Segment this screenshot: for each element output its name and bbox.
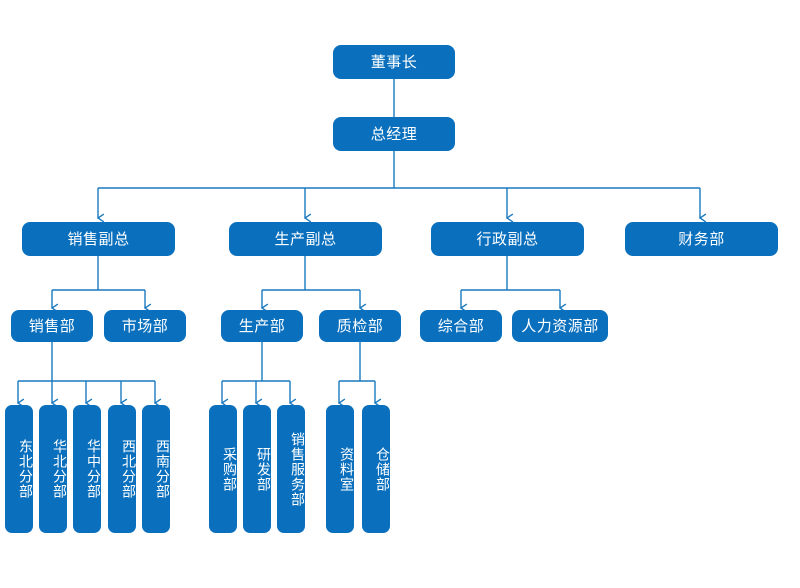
node-branch-northeast-label: 东北分部 — [17, 439, 33, 499]
node-dept-sales-service-label: 销售服务部 — [289, 431, 305, 507]
node-dept-sales-service[interactable]: 销售服务部 — [277, 405, 305, 533]
node-dept-warehouse[interactable]: 仓储部 — [362, 405, 390, 533]
node-dept-general-affairs[interactable]: 综合部 — [420, 310, 502, 342]
node-vp-admin[interactable]: 行政副总 — [431, 222, 584, 256]
node-vp-production[interactable]: 生产副总 — [229, 222, 382, 256]
node-dept-hr-label: 人力资源部 — [521, 316, 599, 335]
node-dept-sales-label: 销售部 — [28, 316, 76, 335]
node-room-archive[interactable]: 资料室 — [326, 405, 354, 533]
node-branch-northwest-label: 西北分部 — [120, 439, 136, 499]
node-dept-production[interactable]: 生产部 — [221, 310, 303, 342]
node-room-archive-label: 资料室 — [338, 446, 354, 492]
node-dept-general-affairs-label: 综合部 — [437, 316, 485, 335]
node-dept-hr[interactable]: 人力资源部 — [512, 310, 608, 342]
node-vp-sales-label: 销售副总 — [67, 229, 130, 248]
node-chairman[interactable]: 董事长 — [333, 45, 455, 79]
node-branch-northwest[interactable]: 西北分部 — [108, 405, 136, 533]
node-dept-finance-label: 财务部 — [678, 229, 725, 248]
node-vp-production-label: 生产副总 — [274, 229, 337, 248]
node-dept-purchasing-label: 采购部 — [221, 446, 237, 492]
node-branch-central[interactable]: 华中分部 — [73, 405, 101, 533]
node-vp-admin-label: 行政副总 — [476, 229, 539, 248]
node-dept-sales[interactable]: 销售部 — [11, 310, 93, 342]
node-general-manager-label: 总经理 — [370, 124, 418, 143]
node-dept-rnd-label: 研发部 — [255, 446, 271, 492]
node-branch-southwest[interactable]: 西南分部 — [142, 405, 170, 533]
node-branch-north-label: 华北分部 — [51, 439, 67, 499]
node-dept-quality[interactable]: 质检部 — [319, 310, 401, 342]
node-dept-rnd[interactable]: 研发部 — [243, 405, 271, 533]
node-dept-market-label: 市场部 — [121, 316, 169, 335]
node-general-manager[interactable]: 总经理 — [333, 117, 455, 151]
node-dept-market[interactable]: 市场部 — [104, 310, 186, 342]
node-vp-sales[interactable]: 销售副总 — [22, 222, 175, 256]
node-chairman-label: 董事长 — [370, 52, 418, 71]
node-dept-production-label: 生产部 — [238, 316, 286, 335]
node-dept-warehouse-label: 仓储部 — [374, 446, 390, 492]
node-branch-northeast[interactable]: 东北分部 — [5, 405, 33, 533]
node-branch-central-label: 华中分部 — [85, 439, 101, 499]
node-dept-finance[interactable]: 财务部 — [625, 222, 778, 256]
node-branch-north[interactable]: 华北分部 — [39, 405, 67, 533]
node-dept-quality-label: 质检部 — [336, 316, 384, 335]
node-branch-southwest-label: 西南分部 — [154, 439, 170, 499]
node-dept-purchasing[interactable]: 采购部 — [209, 405, 237, 533]
